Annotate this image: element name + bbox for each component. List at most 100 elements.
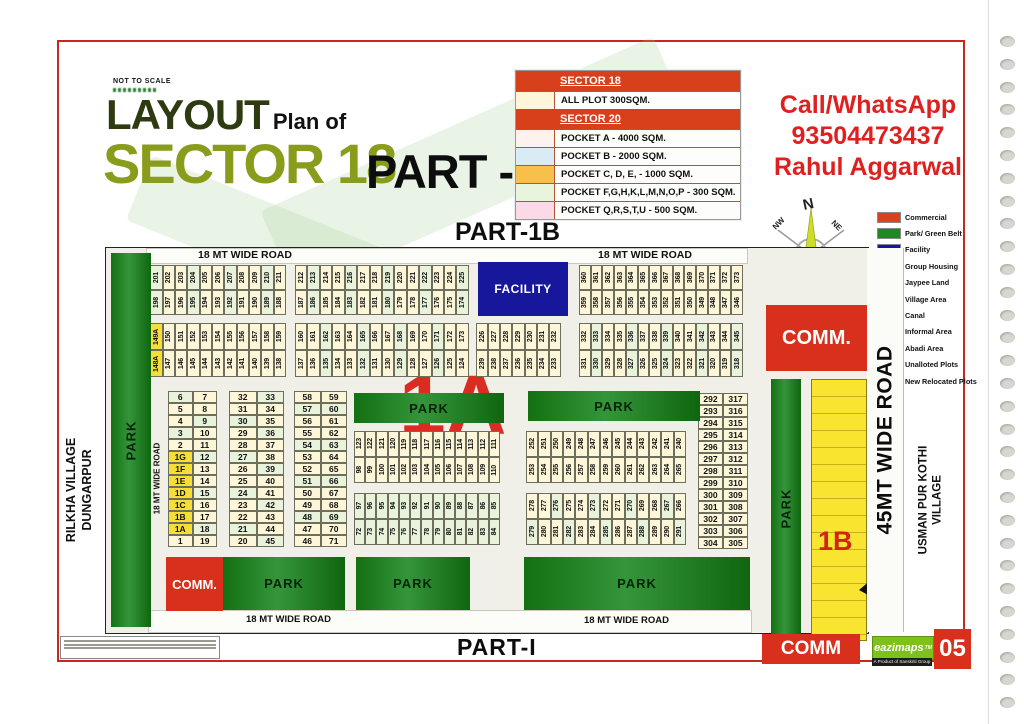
plot-28: 28: [229, 439, 257, 451]
contact-line1: Call/WhatsApp: [779, 91, 957, 119]
plot-86: 86: [477, 493, 489, 519]
plot-189: 189: [261, 290, 274, 315]
left-village-line2: DUNGARPUR: [80, 449, 94, 531]
plot-181: 181: [369, 290, 382, 315]
plot-1F: 1F: [168, 463, 193, 475]
plot-135: 135: [319, 350, 333, 377]
plot-46: 46: [294, 535, 321, 547]
park-label: PARK: [123, 420, 139, 460]
plot-117: 117: [421, 431, 433, 457]
plot-49: 49: [294, 499, 321, 511]
plot-24: 24: [229, 487, 257, 499]
plot-207: 207: [224, 265, 237, 290]
plot-1G: 1G: [168, 451, 193, 463]
plot-229: 229: [512, 323, 525, 350]
binding-hole: [1000, 218, 1015, 230]
binding-hole: [1000, 560, 1015, 572]
plot-301: 301: [698, 501, 723, 513]
plot-57: 57: [294, 403, 321, 415]
plot-133: 133: [344, 350, 358, 377]
title-sector: SECTOR 18: [103, 132, 397, 195]
plot-232: 232: [548, 323, 561, 350]
plot-16: 16: [192, 499, 217, 511]
plot-222: 222: [419, 265, 432, 290]
plot-294: 294: [698, 417, 723, 429]
binding-hole: [1000, 150, 1015, 161]
plot-318: 318: [731, 350, 744, 377]
plot-90: 90: [432, 493, 444, 519]
size-legend-row: POCKET Q,R,S,T,U - 500 SQM.: [516, 201, 740, 219]
plot-204: 204: [187, 265, 200, 290]
plot-36: 36: [256, 427, 284, 439]
plot-142: 142: [224, 350, 237, 377]
plot-152: 152: [187, 323, 200, 350]
plot-355: 355: [625, 290, 638, 315]
plot-323: 323: [672, 350, 685, 377]
plot-88: 88: [455, 493, 467, 519]
contact-line2: 93504473437: [791, 122, 945, 150]
plot-203: 203: [174, 265, 188, 290]
plot-65: 65: [320, 463, 347, 475]
area-legend-label: Jaypee Land: [905, 278, 950, 288]
plot-27: 27: [229, 451, 257, 463]
area-legend-row: Park/ Green Belt: [877, 225, 967, 241]
plot-220: 220: [394, 265, 407, 290]
plot-271: 271: [612, 493, 625, 519]
plot-80: 80: [443, 519, 456, 545]
plot-197: 197: [162, 290, 175, 315]
plot-362: 362: [602, 265, 615, 290]
plot-169: 169: [406, 323, 420, 350]
pocket-1b-label: 1B: [818, 526, 853, 556]
plot-244: 244: [624, 431, 637, 457]
plot-310: 310: [723, 477, 748, 489]
plot-270: 270: [624, 493, 637, 519]
plot-168: 168: [394, 323, 407, 350]
plot-178: 178: [406, 290, 420, 315]
plot-187: 187: [295, 290, 308, 315]
binding-hole: [1000, 104, 1015, 116]
park-label: PARK: [409, 400, 449, 416]
plot-55: 55: [294, 427, 321, 439]
plot-109: 109: [477, 457, 489, 483]
plot-300: 300: [698, 489, 723, 501]
plot-131: 131: [369, 350, 382, 377]
plot-103: 103: [410, 457, 422, 483]
park-area: PARK: [354, 393, 504, 423]
comm-block-bottom-left: COMM.: [166, 557, 223, 611]
page-number: 05: [934, 629, 971, 669]
plot-341: 341: [684, 323, 697, 350]
plot-118: 118: [410, 431, 422, 457]
binding-hole: [1000, 127, 1015, 139]
plot-138: 138: [273, 350, 286, 377]
plot-171: 171: [431, 323, 445, 350]
plot-193: 193: [211, 290, 225, 315]
plot-184: 184: [332, 290, 345, 315]
plot-75: 75: [387, 519, 399, 545]
plot-10: 10: [192, 427, 217, 439]
park-area: PARK: [524, 557, 750, 610]
plot-213: 213: [307, 265, 320, 290]
plot-298: 298: [698, 465, 723, 477]
plot-350: 350: [684, 290, 697, 315]
plot-11: 11: [192, 439, 217, 451]
plot-329: 329: [602, 350, 615, 377]
park-label: PARK: [778, 488, 794, 528]
plot-243: 243: [636, 431, 650, 457]
size-legend-swatch: [516, 166, 555, 183]
plot-340: 340: [672, 323, 685, 350]
plot-195: 195: [187, 290, 200, 315]
brand-tm: TM: [924, 645, 932, 651]
plot-150: 150: [162, 323, 175, 350]
plot-13: 13: [192, 463, 217, 475]
plot-98: 98: [354, 457, 366, 483]
right-village-line2: VILLAGE: [931, 475, 943, 525]
plot-166: 166: [369, 323, 382, 350]
park-label: PARK: [264, 576, 304, 591]
plot-95: 95: [376, 493, 388, 519]
plot-134: 134: [332, 350, 345, 377]
plot-328: 328: [614, 350, 626, 377]
